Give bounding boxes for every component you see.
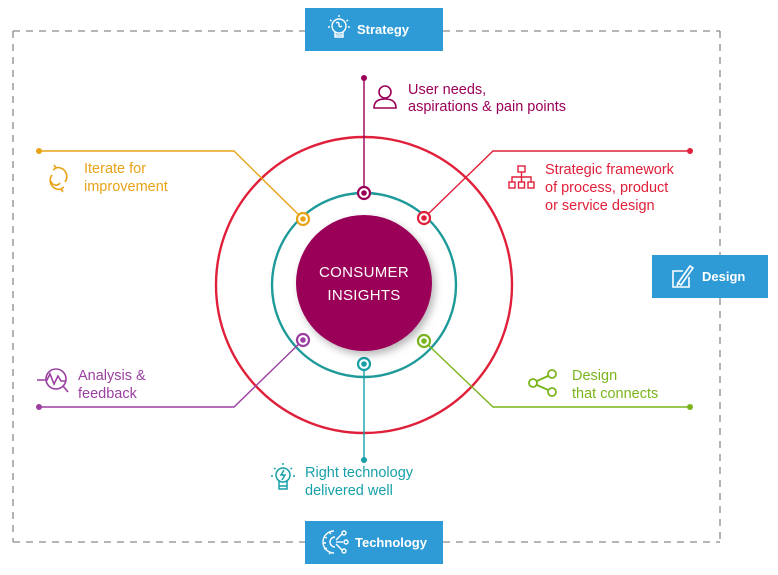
design-label: Design: [702, 269, 745, 284]
core-circle: [296, 215, 432, 351]
user-needs-line2: aspirations & pain points: [408, 99, 566, 115]
node-technology[interactable]: [356, 356, 372, 372]
technology-label: Technology: [355, 535, 428, 550]
pillar-strategy[interactable]: Strategy: [305, 8, 443, 51]
core-consumer-insights[interactable]: CONSUMER INSIGHTS: [296, 215, 432, 351]
connector-strategic-framework: [423, 150, 690, 219]
strategic-line3: or service design: [545, 198, 655, 214]
connector-analysis: [39, 339, 304, 408]
item-design-connects[interactable]: Design that connects: [528, 368, 658, 402]
node-iterate[interactable]: [295, 211, 311, 227]
share-nodes-icon: [528, 369, 557, 397]
lightbulb-bolt-icon: [271, 463, 295, 490]
design-connects-line1: Design: [572, 368, 617, 384]
iterate-line1: Iterate for: [84, 161, 146, 177]
strategy-label: Strategy: [357, 22, 410, 37]
end-dot-user-needs: [361, 75, 367, 81]
dashed-frame: [12, 30, 721, 543]
strategic-line2: of process, product: [545, 180, 668, 196]
iterate-line2: improvement: [84, 179, 168, 195]
pencil-square-icon: [672, 264, 695, 288]
connector-design-connects: [423, 340, 690, 408]
analysis-line1: Analysis &: [78, 368, 146, 384]
end-dot-analysis: [36, 404, 42, 410]
refresh-cycle-icon: [49, 164, 68, 193]
gear-network-icon: [322, 530, 349, 555]
design-badge-bg: [652, 255, 768, 298]
org-chart-icon: [508, 165, 535, 189]
node-strategic-framework[interactable]: [416, 210, 432, 226]
item-strategic-framework[interactable]: Strategic framework of process, product …: [508, 162, 675, 214]
core-title-line2: INSIGHTS: [327, 287, 400, 304]
end-dot-technology: [361, 457, 367, 463]
item-user-needs[interactable]: User needs, aspirations & pain points: [373, 82, 566, 115]
technology-badge-bg: [305, 521, 443, 564]
end-dot-design-connects: [687, 404, 693, 410]
core-title-line1: CONSUMER: [319, 264, 409, 281]
analysis-line2: feedback: [78, 386, 138, 402]
lightbulb-puzzle-icon: [328, 15, 350, 38]
right-tech-line2: delivered well: [305, 483, 393, 499]
user-icon: [373, 85, 397, 109]
design-connects-line2: that connects: [572, 386, 658, 402]
item-analysis[interactable]: Analysis & feedback: [37, 368, 146, 402]
analysis-magnifier-icon: [37, 368, 69, 393]
pillar-technology[interactable]: Technology: [305, 521, 443, 564]
item-right-technology[interactable]: Right technology delivered well: [271, 463, 414, 499]
pillar-design[interactable]: Design: [652, 255, 768, 298]
user-needs-line1: User needs,: [408, 82, 486, 98]
strategic-line1: Strategic framework: [545, 162, 675, 178]
node-user-needs[interactable]: [356, 185, 372, 201]
right-tech-line1: Right technology: [305, 465, 414, 481]
node-design-connects[interactable]: [416, 333, 432, 349]
node-analysis[interactable]: [295, 332, 311, 348]
end-dot-strategic: [687, 148, 693, 154]
strategy-badge-bg: [305, 8, 443, 51]
end-dot-iterate: [36, 148, 42, 154]
connector-iterate: [39, 150, 304, 220]
item-iterate[interactable]: Iterate for improvement: [49, 161, 168, 195]
